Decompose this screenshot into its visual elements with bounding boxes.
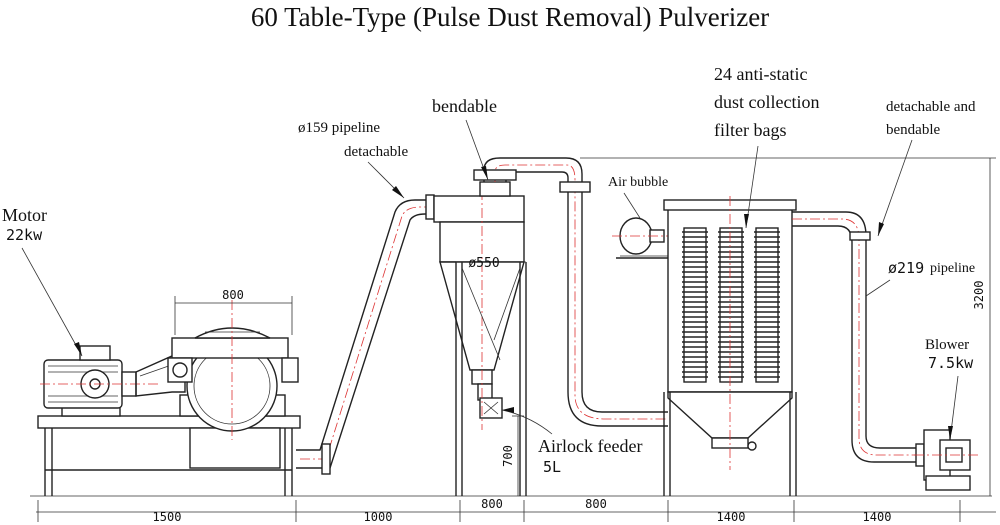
motor-power-label: 22kw (6, 226, 43, 244)
blower-power-label: 7.5kw (928, 354, 974, 372)
pipeline-219-word: pipeline (930, 261, 975, 276)
air-bubble-label: Air bubble (608, 175, 668, 190)
dim-mill-width-label: 800 (222, 288, 244, 302)
filter-bags (683, 227, 779, 383)
cyclone-separator: ø550 (433, 190, 527, 496)
blower (914, 429, 980, 491)
pipeline-219-diameter: ø219 (888, 259, 924, 277)
dim-total-height: 3200 (580, 157, 996, 496)
dim-mill-width: 800 (174, 288, 293, 335)
pipeline-219-leader (865, 279, 891, 297)
air-bubble-tank (612, 217, 668, 259)
pipeline-219 (792, 211, 925, 467)
dim-feeder-height: 700 (501, 415, 524, 496)
blower-label: Blower (925, 337, 969, 353)
detachable-leader (877, 139, 913, 237)
callouts: Motor 22kw ø159 pipeline detachable bend… (2, 64, 976, 476)
pipeline-159-label: ø159 pipeline (298, 120, 380, 136)
bendable-label: bendable (432, 96, 497, 116)
mill-stand (37, 415, 301, 496)
dim-pipe-run: 1000 (364, 510, 393, 524)
pipeline-159 (296, 194, 435, 475)
motor (40, 345, 160, 417)
dim-base-length: 1500 (153, 510, 182, 524)
dim-cyclone-width: 800 (481, 497, 503, 511)
pulverizer-mill (167, 300, 299, 440)
filter-bags-line2: dust collection (714, 92, 819, 112)
dim-blower-run: 1400 (863, 510, 892, 524)
pipeline-159-note: detachable (344, 144, 408, 160)
cyclone-diameter-label: ø550 (468, 256, 499, 271)
motor-label: Motor (2, 205, 47, 225)
airlock-leader (501, 409, 553, 435)
detachable-bendable-line2: bendable (886, 122, 940, 138)
diagram-title: 60 Table-Type (Pulse Dust Removal) Pulve… (251, 2, 769, 32)
dim-total-height-label: 3200 (972, 281, 986, 310)
dim-feeder-height-label: 700 (501, 445, 515, 467)
cyclone-outlet-pipe (473, 157, 668, 427)
air-bubble-leader (623, 192, 641, 219)
airlock-size-label: 5L (543, 458, 561, 476)
dim-gap: 800 (585, 497, 607, 511)
dim-collector-width: 1400 (717, 510, 746, 524)
motor-leader-line (21, 247, 83, 357)
detachable-bendable-line1: detachable and (886, 99, 976, 115)
filter-bags-line3: filter bags (714, 120, 786, 140)
airlock-feeder-label: Airlock feeder (538, 436, 642, 456)
dim-chain: 1500 1000 800 800 1400 1400 (36, 497, 996, 524)
filter-bags-line1: 24 anti-static (714, 64, 807, 84)
dust-collector (663, 196, 797, 496)
